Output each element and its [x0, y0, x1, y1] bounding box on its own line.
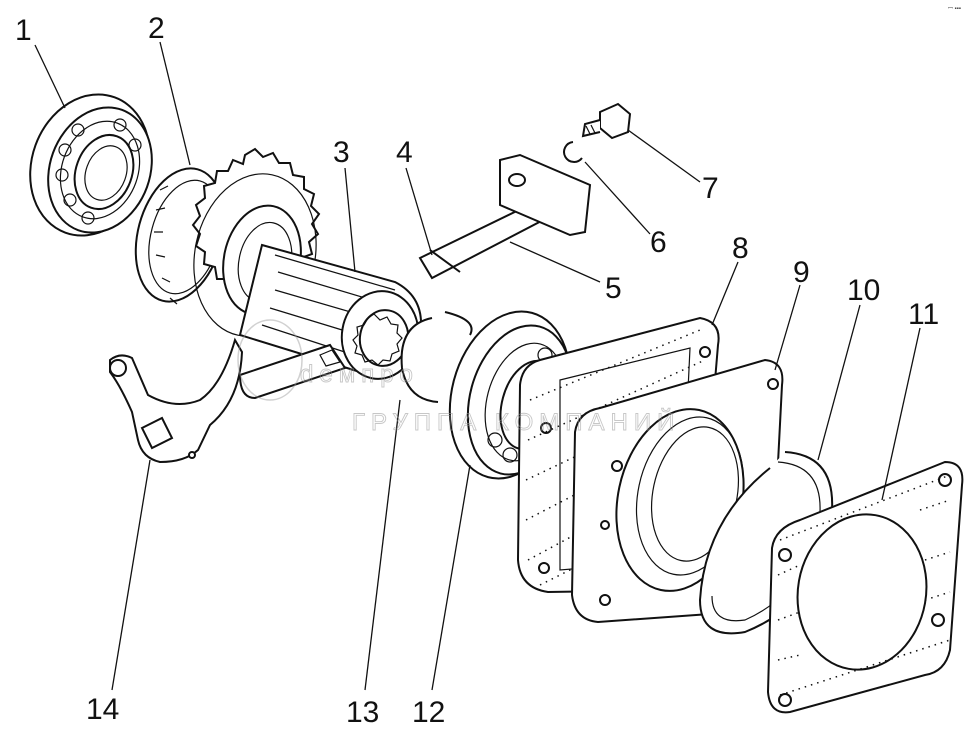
- callout-9: 9: [793, 256, 810, 289]
- leader-1: [34, 44, 66, 109]
- watermark-logo-text: dемпро: [300, 361, 419, 388]
- part-11-gasket: [766, 460, 964, 714]
- leader-11: [881, 327, 921, 501]
- watermark-subtitle: ГРУППА КОМПАНИЙ: [352, 408, 680, 436]
- leader-12: [431, 464, 471, 691]
- callout-12: 12: [412, 696, 445, 729]
- leader-lines: [34, 41, 921, 691]
- watermark: dемпро ГРУППА КОМПАНИЙ: [237, 319, 680, 436]
- leader-13: [364, 399, 401, 691]
- callout-13: 13: [346, 696, 379, 729]
- leader-8: [711, 261, 739, 326]
- callout-3: 3: [333, 136, 350, 169]
- part-6-circlip: [563, 141, 583, 163]
- leader-9: [774, 284, 801, 371]
- leader-5: [509, 241, 601, 283]
- callout-11: 11: [908, 298, 939, 331]
- leader-3: [344, 167, 356, 273]
- callout-14: 14: [86, 693, 119, 726]
- leader-14: [111, 459, 151, 691]
- callout-4: 4: [396, 136, 413, 169]
- callout-6: 6: [650, 226, 667, 259]
- callout-labels: 1 2 3 4 5 6 7 8 9 10 11 12 13 14: [15, 12, 939, 729]
- callout-8: 8: [732, 232, 749, 265]
- part-4-5-shaft: [238, 153, 592, 400]
- part-1-bearing: [29, 93, 153, 237]
- callout-7: 7: [702, 172, 719, 205]
- corner-mark: ꟷ ▪▪▪: [948, 6, 961, 12]
- leader-10: [817, 304, 861, 461]
- part-14-shift-fork: [109, 337, 244, 464]
- part-7-bolt: [581, 102, 632, 140]
- callout-5: 5: [605, 272, 622, 305]
- leader-7: [627, 129, 701, 183]
- leader-6: [584, 161, 651, 235]
- part-13-snap-ring: [400, 311, 473, 403]
- callout-2: 2: [148, 12, 165, 45]
- callout-10: 10: [847, 274, 880, 307]
- watermark-logo-mark: [237, 319, 303, 401]
- leader-2: [159, 41, 191, 166]
- leader-4: [405, 167, 433, 256]
- callout-1: 1: [15, 14, 32, 47]
